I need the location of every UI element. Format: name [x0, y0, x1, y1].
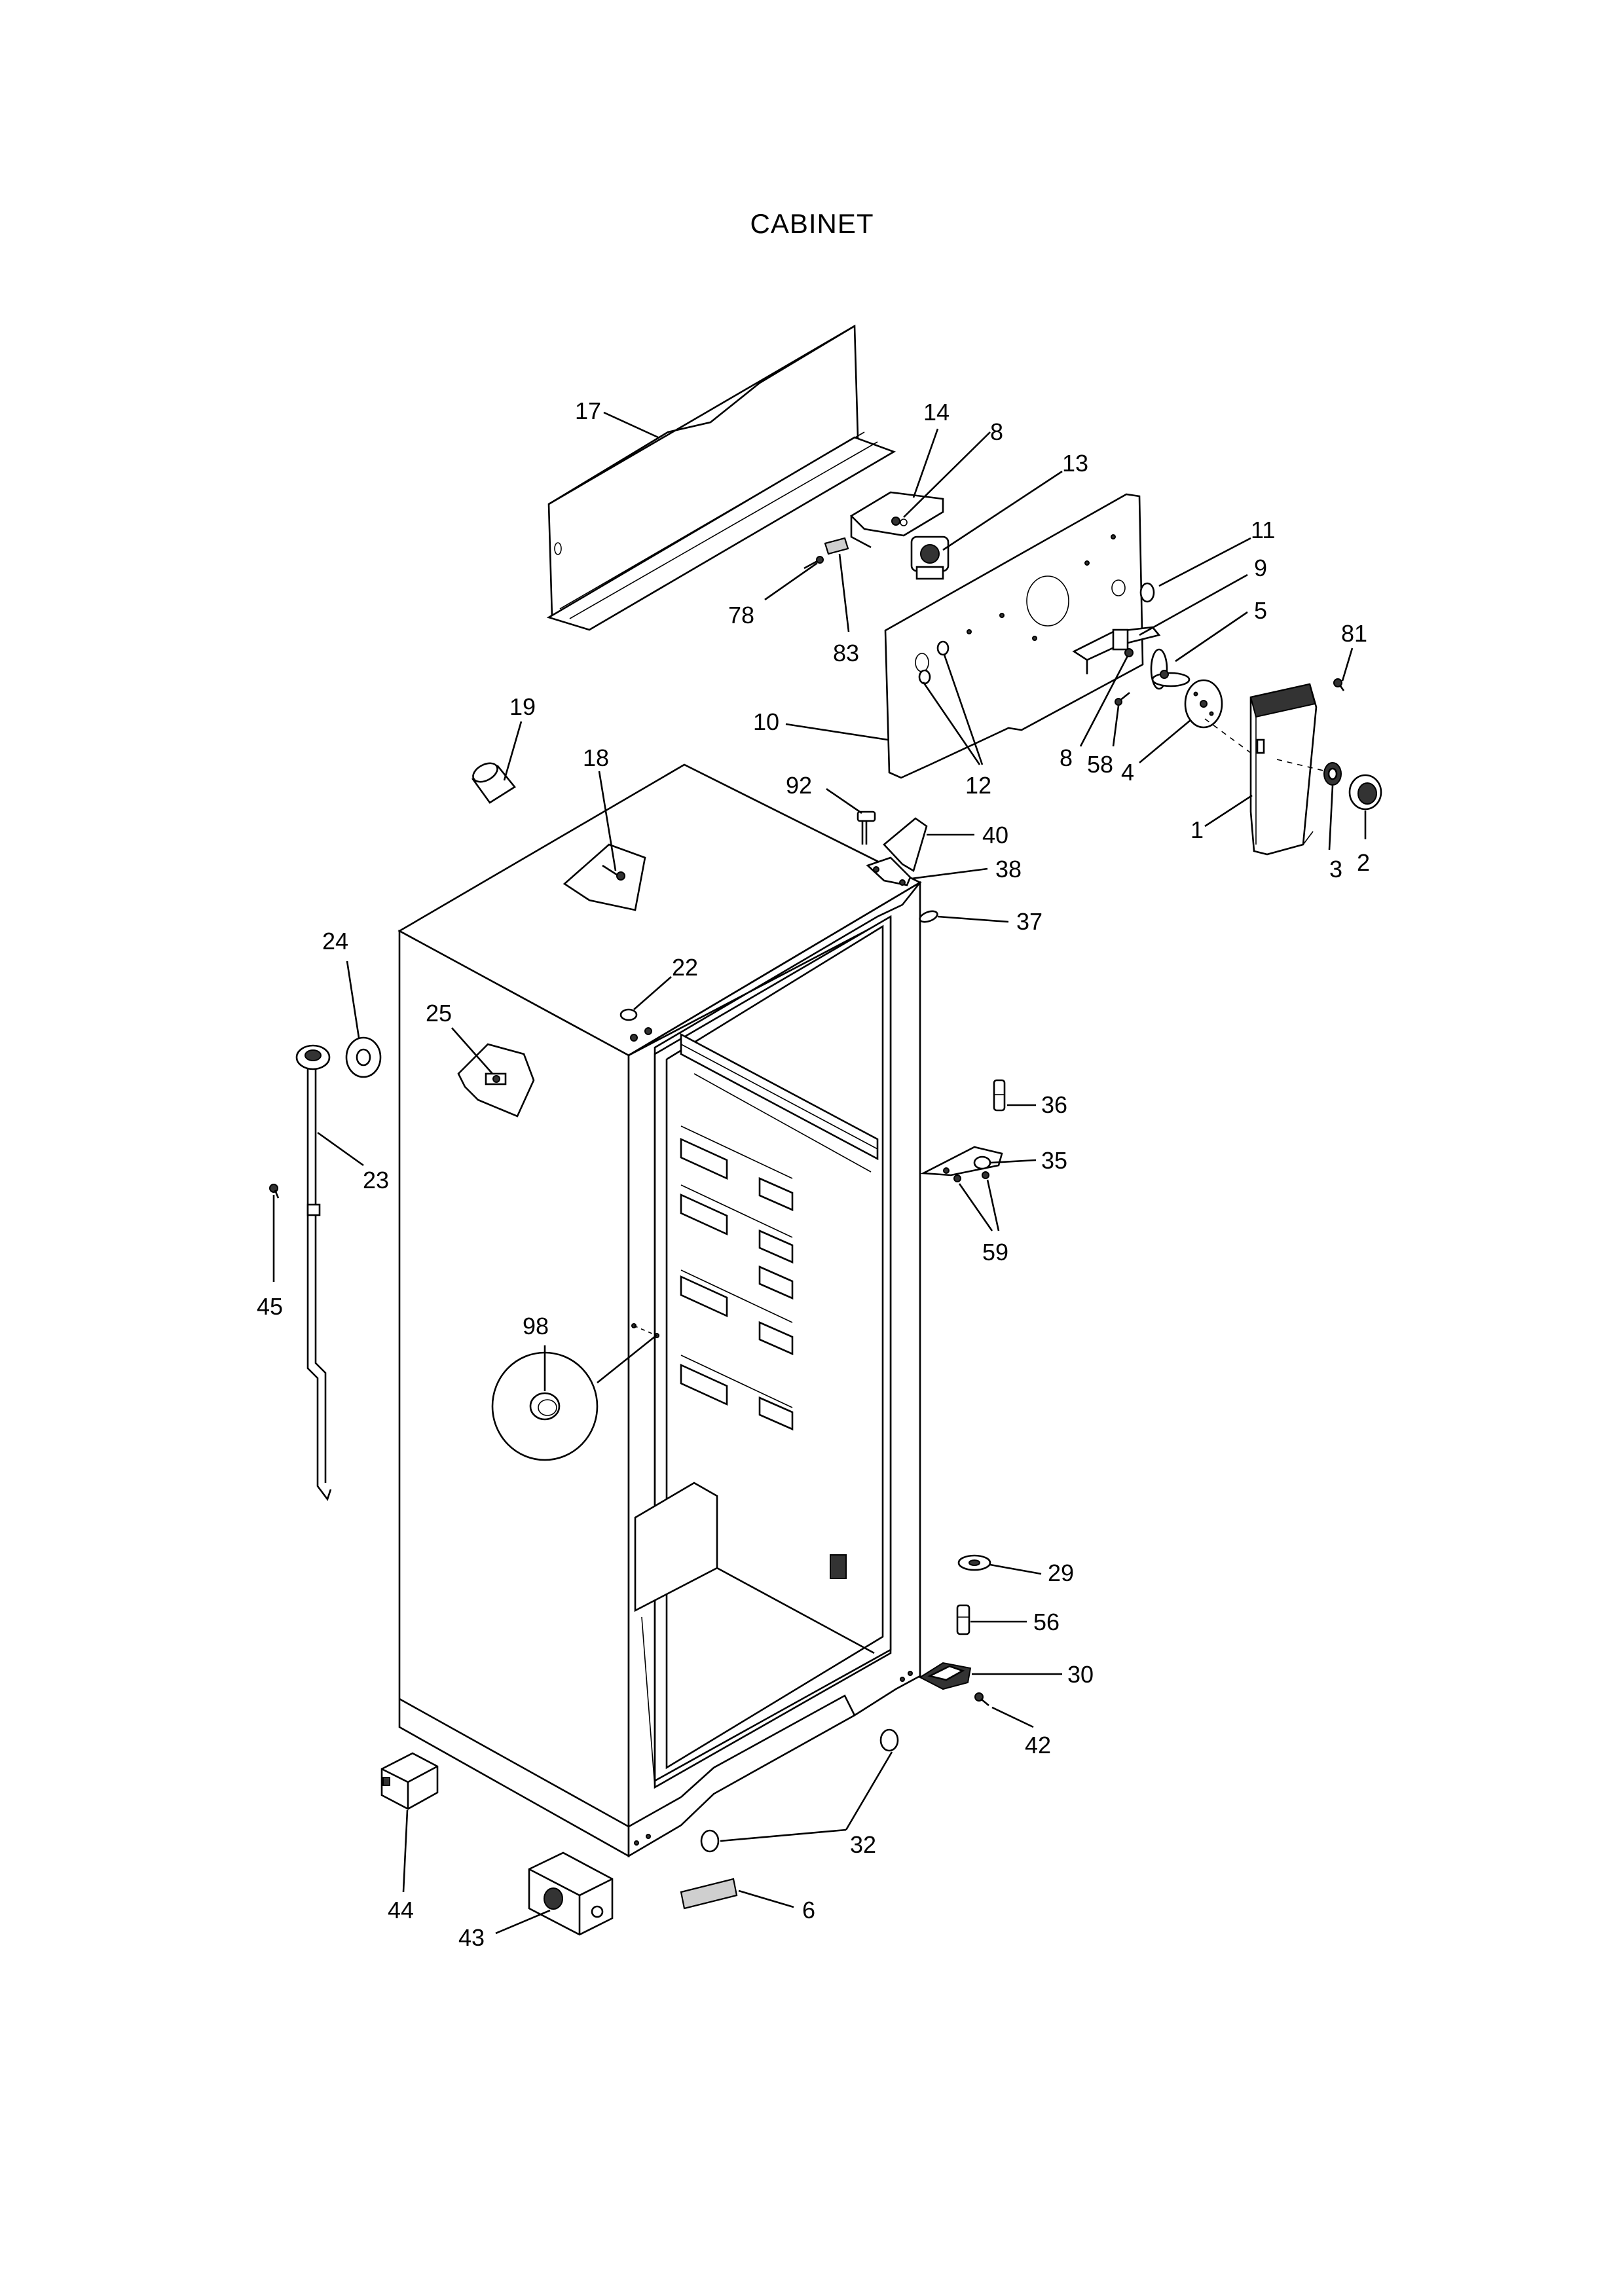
callout-43: 43: [458, 1924, 485, 1951]
part-22-plug: [619, 1008, 638, 1021]
callout-38: 38: [995, 856, 1022, 883]
callout-9: 9: [1254, 555, 1267, 581]
part-37-pin: [919, 910, 938, 923]
callout-59: 59: [982, 1239, 1008, 1266]
cabinet-body: [397, 763, 922, 1858]
callout-45: 45: [257, 1293, 283, 1320]
part-8-grommet-upper: [891, 517, 900, 526]
callout-81: 81: [1341, 620, 1367, 647]
callout-37: 37: [1016, 908, 1043, 935]
part-2-knob: [1348, 774, 1382, 811]
part-32-plugs: [700, 1728, 899, 1853]
callout-98: 98: [523, 1313, 549, 1339]
callout-23: 23: [363, 1167, 389, 1194]
callout-18: 18: [583, 744, 609, 771]
part-3-washer: [1323, 762, 1342, 786]
part-17-top-trim: [546, 324, 896, 631]
callout-10: 10: [753, 708, 779, 735]
leader-lines: [272, 411, 1367, 1935]
callout-35: 35: [1041, 1147, 1067, 1174]
part-13-fan-motor: [910, 536, 950, 580]
callout-92: 92: [786, 772, 812, 799]
part-4-fan-shroud: [1184, 679, 1223, 729]
part-59-screws: [953, 1171, 989, 1182]
callout-11: 11: [1251, 517, 1275, 543]
part-38-top-hinge: [866, 856, 912, 886]
callout-8-upper: 8: [990, 418, 1003, 445]
callout-44: 44: [388, 1897, 414, 1923]
callout-30: 30: [1067, 1661, 1094, 1688]
callout-36: 36: [1041, 1091, 1067, 1118]
callout-83: 83: [833, 640, 859, 666]
part-58-screw: [1115, 691, 1130, 706]
part-30-bottom-hinge: [918, 1662, 972, 1690]
part-9-motor-bracket: [1072, 626, 1161, 674]
part-24-washer: [345, 1036, 382, 1078]
callout-14: 14: [923, 399, 950, 426]
callout-3: 3: [1329, 856, 1342, 883]
part-5-fan-blade: [1150, 648, 1190, 690]
callout-6: 6: [802, 1897, 815, 1923]
callout-29: 29: [1048, 1559, 1074, 1586]
part-6-label: [680, 1878, 738, 1910]
callout-78: 78: [728, 602, 754, 629]
part-78-screw: [803, 556, 824, 570]
part-10-evaporator-cover: [884, 493, 1144, 779]
part-56-hinge-pin: [956, 1604, 970, 1635]
part-83-clip: [824, 537, 849, 555]
callout-58: 58: [1087, 751, 1113, 778]
callout-12: 12: [965, 772, 991, 799]
callout-42: 42: [1025, 1732, 1051, 1758]
callout-1: 1: [1190, 816, 1204, 843]
callout-4: 4: [1121, 759, 1134, 786]
light-switch: [830, 1554, 847, 1579]
callout-25: 25: [426, 1000, 452, 1027]
part-45-screw: [269, 1184, 280, 1199]
callout-56: 56: [1033, 1609, 1060, 1635]
part-43-roller-bracket: [528, 1851, 614, 1936]
part-19-bushing: [471, 762, 516, 804]
part-98-label: [491, 1351, 599, 1461]
part-42-screw: [974, 1692, 989, 1706]
callout-13: 13: [1062, 450, 1088, 477]
part-11-grommet: [1139, 582, 1155, 603]
part-25-side-cutaway: [457, 1043, 535, 1118]
part-29-washer: [957, 1554, 991, 1571]
diagram-title: CABINET: [750, 208, 874, 239]
part-40-hinge-cover: [883, 817, 928, 872]
part-23-hinge-rod: [295, 1044, 332, 1501]
part-14-bracket: [849, 491, 944, 549]
assembly-dash-1-3: [1276, 759, 1327, 772]
part-1-air-duct: [1249, 683, 1318, 856]
part-8-grommet-lower: [1124, 648, 1134, 657]
part-36-hinge-pin: [993, 1079, 1006, 1112]
part-92-screw: [857, 811, 876, 845]
callout-17: 17: [575, 397, 601, 424]
part-18-top-cutaway: [563, 843, 646, 911]
callout-24: 24: [322, 928, 348, 955]
callout-22: 22: [672, 954, 698, 981]
part-35-center-hinge: [920, 1146, 1003, 1176]
callout-40: 40: [982, 822, 1008, 848]
callout-labels: 17 14 8 13 11 9 5 81 78 83 10 12 8 58 4 …: [257, 397, 1370, 1951]
callout-8-lower: 8: [1060, 744, 1073, 771]
part-44-leveler-cap: [380, 1752, 439, 1810]
callout-5: 5: [1254, 597, 1267, 624]
callout-19: 19: [509, 693, 536, 720]
callout-32: 32: [850, 1831, 876, 1858]
callout-2: 2: [1357, 849, 1370, 876]
shelf-rails: [680, 1125, 794, 1430]
part-81-screw: [1333, 678, 1345, 691]
